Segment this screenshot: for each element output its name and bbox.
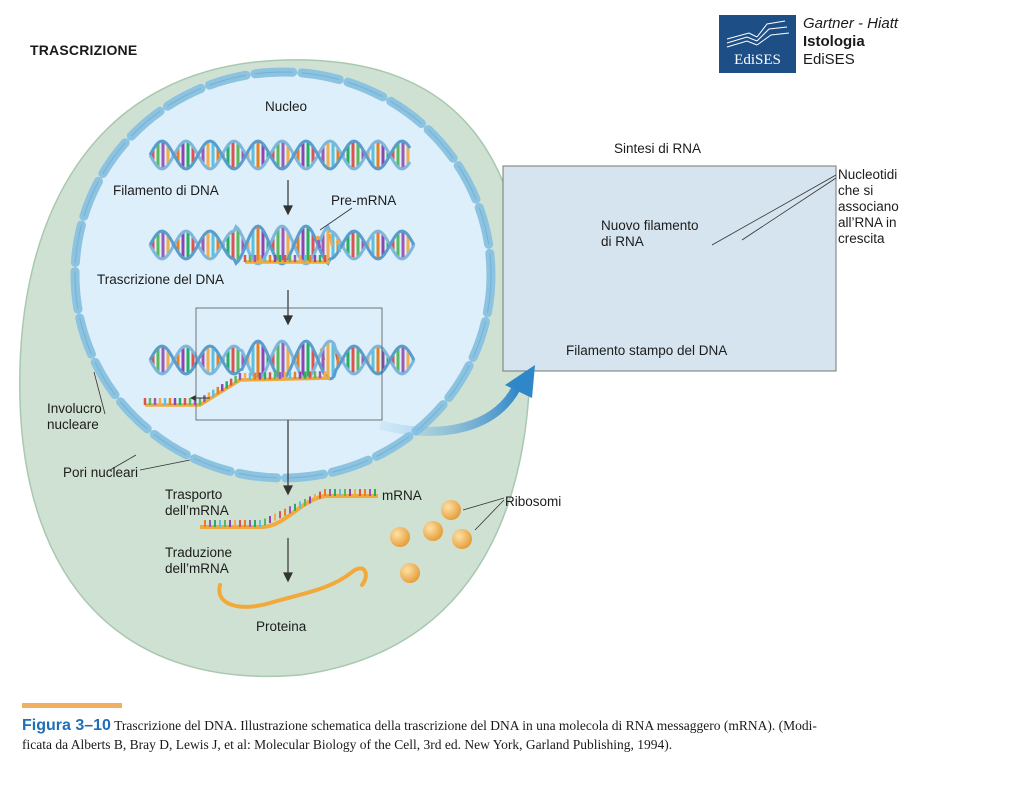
zoom-region bbox=[195, 307, 383, 421]
label-pre-mrna: Pre-mRNA bbox=[331, 193, 397, 208]
label-traduzione: Traduzione bbox=[165, 545, 233, 560]
book-reference: Gartner - Hiatt Istologia EdiSES bbox=[803, 15, 898, 69]
label-nucleare: nucleare bbox=[47, 417, 99, 432]
label-allrna-in: all’RNA in bbox=[838, 215, 897, 230]
nucleus bbox=[73, 70, 493, 480]
label-mrna: mRNA bbox=[382, 488, 422, 503]
label-filamento-dna: Filamento di DNA bbox=[113, 183, 219, 198]
edises-logo: EdiSES bbox=[719, 15, 796, 73]
mrna-strand-export bbox=[200, 489, 378, 529]
book-pages-icon bbox=[726, 20, 790, 48]
label-crescita: crescita bbox=[838, 231, 885, 246]
book-authors: Gartner - Hiatt bbox=[803, 15, 899, 32]
zoom-arrow bbox=[378, 378, 525, 436]
diagram-title: TRASCRIZIONE bbox=[30, 42, 138, 58]
book-publisher: EdiSES bbox=[803, 51, 855, 68]
caption-figure-number: Figura 3–10 bbox=[22, 717, 111, 734]
process-arrows bbox=[283, 180, 293, 583]
label-pori-nucleari: Pori nucleari bbox=[63, 465, 139, 480]
label-sintesi-rna: Sintesi di RNA bbox=[614, 141, 702, 156]
ribosomes bbox=[390, 500, 472, 583]
caption-text-2: ficata da Alberts B, Bray D, Lewis J, et… bbox=[22, 737, 673, 752]
label-proteina: Proteina bbox=[256, 619, 307, 634]
protein-chain bbox=[217, 566, 368, 609]
label-nucleotidi: Nucleotidi bbox=[838, 167, 898, 182]
label-involucro: Involucro bbox=[47, 401, 102, 416]
label-filamento-stampo: Filamento stampo del DNA bbox=[566, 343, 728, 358]
book-title: Istologia bbox=[803, 33, 865, 50]
label-di-rna: di RNA bbox=[601, 234, 644, 249]
caption-accent-bar bbox=[22, 703, 122, 708]
label-che-si: che si bbox=[838, 183, 874, 198]
leader-lines bbox=[93, 174, 837, 531]
dna-helix-rna-release bbox=[143, 339, 416, 407]
figure-caption: Figura 3–10 Trascrizione del DNA. Illust… bbox=[22, 716, 997, 754]
label-nucleo: Nucleo bbox=[265, 99, 308, 114]
label-associano: associano bbox=[838, 199, 899, 214]
label-trasporto: Trasporto bbox=[165, 487, 223, 502]
label-trasporto-mrna: dell’mRNA bbox=[165, 503, 229, 518]
rna-synthesis-panel bbox=[502, 165, 837, 372]
caption-text: Trascrizione del DNA. Illustrazione sche… bbox=[114, 718, 817, 733]
dna-helix-1 bbox=[148, 139, 412, 171]
logo-text: EdiSES bbox=[734, 52, 781, 68]
label-ribosomi: Ribosomi bbox=[505, 494, 562, 509]
label-nuovo-filamento: Nuovo filamento bbox=[601, 218, 699, 233]
label-trascrizione-dna: Trascrizione del DNA bbox=[97, 272, 225, 287]
label-traduzione-mrna: dell’mRNA bbox=[165, 561, 229, 576]
